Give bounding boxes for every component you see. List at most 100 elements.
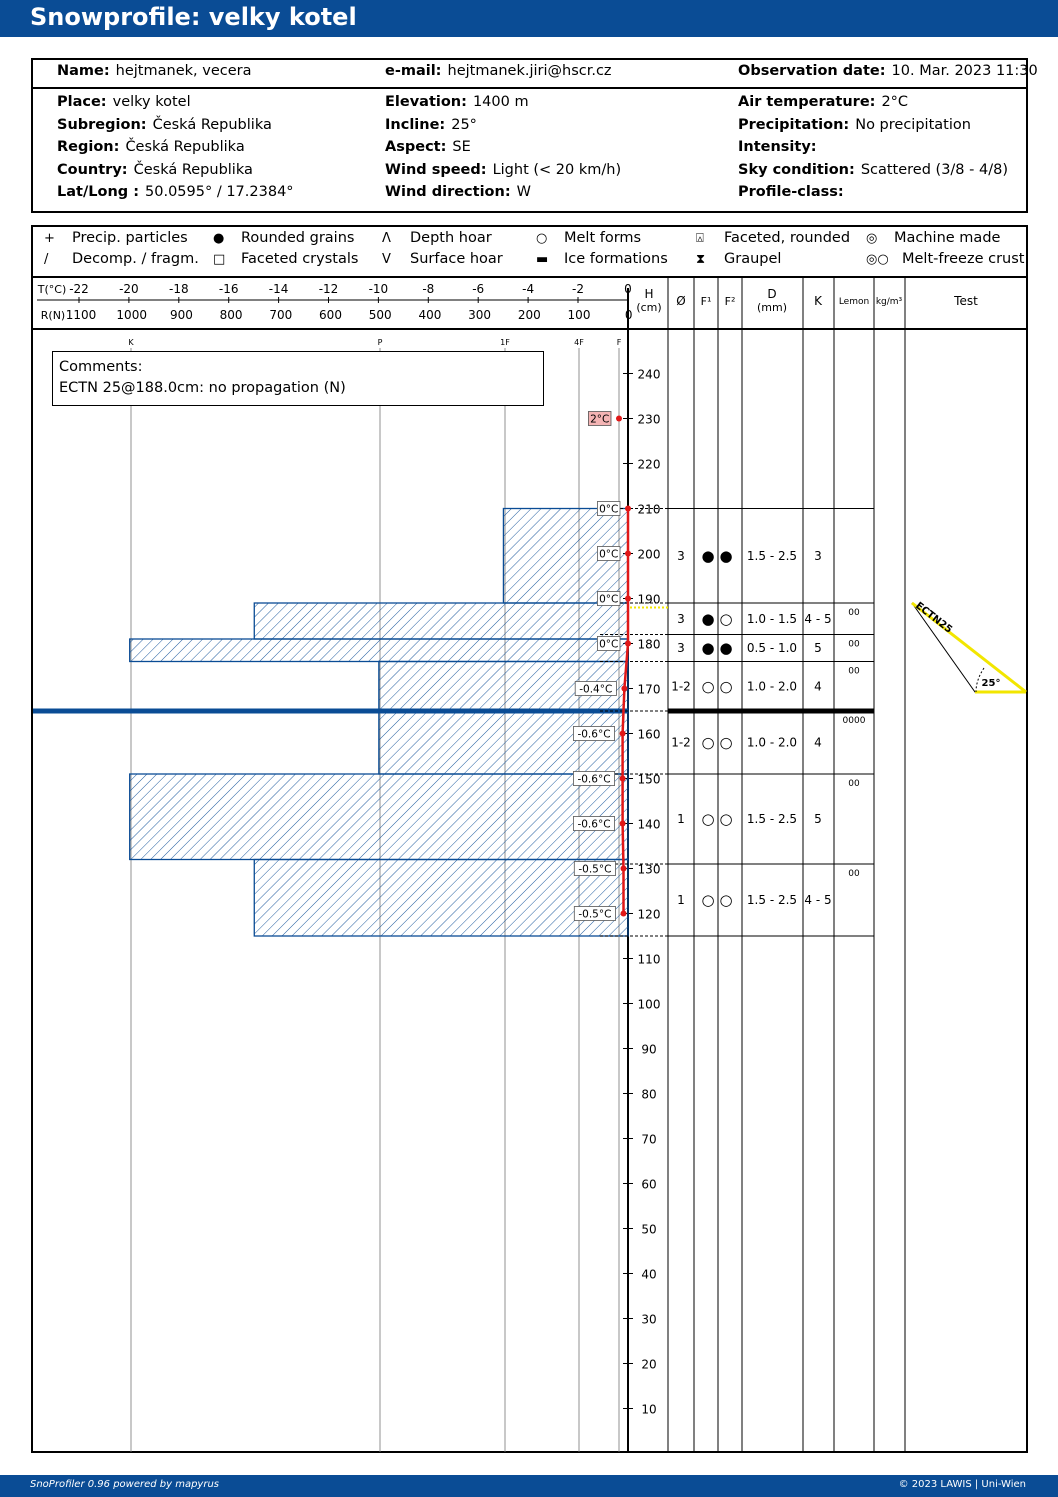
- test-angle-label: 25°: [982, 678, 1001, 689]
- temperature-point: [616, 415, 622, 422]
- temperature-point: [625, 505, 631, 512]
- t-axis-label: T(°C): [37, 283, 66, 296]
- height-tick-label: 210: [638, 503, 661, 517]
- temperature-label-box: [573, 726, 616, 741]
- legend-label: Ice formations: [564, 251, 668, 267]
- t-tick-label: -16: [219, 282, 239, 296]
- temperature-label: 0°C: [599, 594, 618, 606]
- test-hypotenuse: [911, 601, 1027, 694]
- observation-date: Observation date:10. Mar. 2023 11:30: [738, 63, 1038, 79]
- hand-hardness-label: F: [617, 338, 622, 347]
- height-tick-label: 20: [641, 1358, 656, 1372]
- height-tick-label: 110: [638, 953, 661, 967]
- height-tick-label: 160: [638, 728, 661, 742]
- layer-grain-form-1-icon: ●: [701, 610, 714, 628]
- legend-symbol-icon: ●: [213, 231, 225, 246]
- legend-item: □Faceted crystals: [213, 251, 358, 267]
- diameter-header: D: [767, 287, 776, 301]
- temperature-label: 0°C: [599, 639, 618, 651]
- height-tick-label: 50: [641, 1223, 656, 1237]
- height-tick-label: 30: [641, 1313, 656, 1327]
- layer-grain-form-1-icon: ○: [701, 734, 714, 752]
- t-tick-label: -2: [572, 282, 584, 296]
- temperature-point: [625, 640, 631, 647]
- legend-symbol-icon: +: [44, 231, 55, 246]
- info-col3-row: Sky condition:Scattered (3/8 - 4/8): [738, 161, 1008, 178]
- height-tick-label: 200: [638, 548, 661, 562]
- layer-grain-form-1-icon: ○: [701, 677, 714, 695]
- footer-copyright: © 2023 LAWIS | Uni-Wien: [898, 1479, 1026, 1490]
- info-col3-row: Profile-class:: [738, 184, 844, 200]
- comments-box: Comments: ECTN 25@188.0cm: no propagatio…: [52, 351, 544, 406]
- legend-symbol-icon: ◎○: [866, 252, 889, 267]
- legend-label: Melt forms: [564, 230, 642, 246]
- height-tick-label: 220: [638, 458, 661, 472]
- legend-symbol-icon: ◎: [866, 231, 878, 246]
- temperature-label-box: [597, 546, 621, 561]
- info-col1-row: Place:velky kotel: [57, 94, 191, 110]
- diameter-unit: (mm): [757, 301, 787, 314]
- legend-symbol-icon: /: [44, 252, 49, 267]
- t-tick-label: -20: [119, 282, 139, 296]
- temperature-label-box: [573, 906, 616, 921]
- layer-grain-form-2-icon: ○: [719, 734, 732, 752]
- info-col2-row: Wind speed:Light (< 20 km/h): [385, 161, 622, 178]
- info-col3-row: Precipitation:No precipitation: [738, 116, 971, 133]
- t-tick-label: -22: [69, 282, 89, 296]
- r-tick-label: 1100: [66, 308, 97, 322]
- legend-item: ◎○Melt-freeze crust: [866, 251, 1024, 267]
- temperature-label-box: [597, 636, 621, 651]
- temperature-point: [619, 730, 626, 737]
- info-col1-row: Region:Česká Republika: [57, 139, 245, 155]
- footer-software: SnoProfiler 0.96 powered by mapyrus: [30, 1479, 220, 1490]
- layer-diameter: 1.0 - 1.5: [747, 612, 797, 626]
- legend-label: Surface hoar: [410, 251, 503, 267]
- info-col2-row: Aspect:SE: [385, 139, 471, 155]
- temperature-label-box: [597, 501, 621, 516]
- k-header: K: [814, 294, 823, 308]
- footer-bar: SnoProfiler 0.96 powered by mapyrus © 20…: [0, 1475, 1058, 1497]
- hand-hardness-label: 4F: [574, 338, 584, 347]
- legend-label: Machine made: [894, 230, 1001, 246]
- temperature-label-box: [597, 591, 621, 606]
- legend-item: Λ Depth hoar: [382, 230, 492, 246]
- height-tick-label: 40: [641, 1268, 656, 1282]
- r-tick-label: 300: [468, 308, 491, 322]
- temperature-label: 2°C: [590, 414, 609, 426]
- info-col1-row: Lat/Long :50.0595° / 17.2384°: [57, 184, 294, 200]
- legend-symbol-icon: ⍓: [696, 231, 704, 246]
- legend-symbol-icon: Λ: [382, 231, 391, 246]
- height-tick-label: 170: [638, 683, 661, 697]
- temperature-label: -0.4°C: [579, 684, 612, 696]
- temperature-point: [619, 775, 626, 782]
- density-header: kg/m³: [876, 297, 903, 307]
- layer-diameter: 0.5 - 1.0: [747, 641, 797, 655]
- layer-grain-form-2-icon: ○: [719, 610, 732, 628]
- hand-hardness-label: 1F: [500, 338, 510, 347]
- layer-grain-size: 1: [677, 812, 685, 826]
- layer-k: 5: [814, 812, 822, 826]
- layer-lemon: 00: [848, 667, 860, 677]
- hand-hardness-label: P: [378, 338, 383, 347]
- height-tick-label: 230: [638, 413, 661, 427]
- r-tick-label: 800: [220, 308, 243, 322]
- info-col3-row: Air temperature:2°C: [738, 94, 909, 110]
- r-tick-label: 1000: [116, 308, 147, 322]
- legend-symbol-icon: ⧗: [696, 252, 706, 267]
- legend-symbol-icon: ▬: [536, 252, 549, 267]
- legend-symbol-icon: V: [382, 252, 391, 267]
- layer-grain-size: 3: [677, 612, 685, 626]
- r-tick-label: 700: [269, 308, 292, 322]
- layer-diameter: 1.5 - 2.5: [747, 812, 797, 826]
- temperature-label: -0.6°C: [577, 819, 610, 831]
- legend-item: ●Rounded grains: [213, 230, 354, 246]
- test-label: ECTN25: [913, 600, 954, 635]
- hardness-step: [129, 773, 629, 861]
- t-tick-label: -14: [269, 282, 289, 296]
- layer-grain-form-2-icon: ○: [719, 677, 732, 695]
- legend-label: Depth hoar: [410, 230, 492, 246]
- layer-grain-form-2-icon: ○: [719, 810, 732, 828]
- legend-symbol-icon: ○: [536, 231, 548, 246]
- r-tick-label: 200: [518, 308, 541, 322]
